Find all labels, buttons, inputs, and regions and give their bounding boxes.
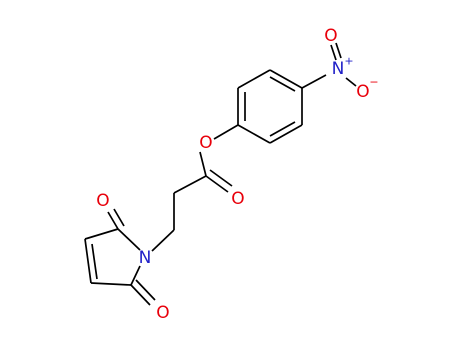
bond-c2-o-top-a [107, 211, 119, 230]
bond-layer [84, 42, 357, 306]
bond-c-o-carbonyl-b [209, 169, 233, 187]
bond-ring-1 [269, 69, 303, 89]
bond-ch2-n [151, 229, 175, 252]
bond-c4-c5 [90, 282, 132, 286]
bond-c-o-carbonyl-a [205, 175, 229, 193]
bond-c2-c3 [84, 228, 119, 240]
bond-c3-c4-inner [91, 243, 98, 280]
bond-c5-o-bottom-a [130, 284, 151, 306]
bond-o-ester-c [199, 151, 207, 177]
bond-ring-n [301, 74, 327, 89]
atom-o-imide-top: O [96, 191, 109, 211]
atom-o-carbonyl: O [231, 189, 244, 209]
bond-ring-1-inner [269, 76, 296, 92]
bond-ring-2 [237, 69, 271, 89]
bond-ring-5 [269, 124, 303, 144]
charge-o-minus: − [369, 76, 378, 89]
bond-c3-c4 [84, 238, 92, 284]
bond-n-c2 [117, 228, 141, 251]
bond-n-o-top-b [335, 42, 342, 59]
atom-n-nitro: N [332, 59, 345, 79]
atom-o-nitro-top: O [324, 26, 337, 46]
atom-o-ester: O [199, 133, 212, 153]
atom-o-imide-bottom: O [156, 303, 169, 323]
bond-n-o-right [345, 77, 357, 87]
bond-n-c5 [130, 265, 141, 286]
bond-ring-5-inner [269, 121, 296, 137]
bond-ring-o-ester [213, 124, 239, 140]
bond-c2-o-top-b [113, 208, 125, 227]
bond-ring-4 [237, 124, 271, 144]
bond-c5-o-bottom-b [135, 279, 156, 301]
bond-c-ch2 [173, 175, 207, 194]
atom-layer: O N + O − O O N O O [96, 26, 378, 323]
charge-n-plus: + [344, 55, 353, 68]
atom-n-maleimide: N [139, 248, 152, 268]
bond-n-o-top-a [330, 44, 337, 61]
atom-o-nitro-right: O [356, 82, 369, 102]
